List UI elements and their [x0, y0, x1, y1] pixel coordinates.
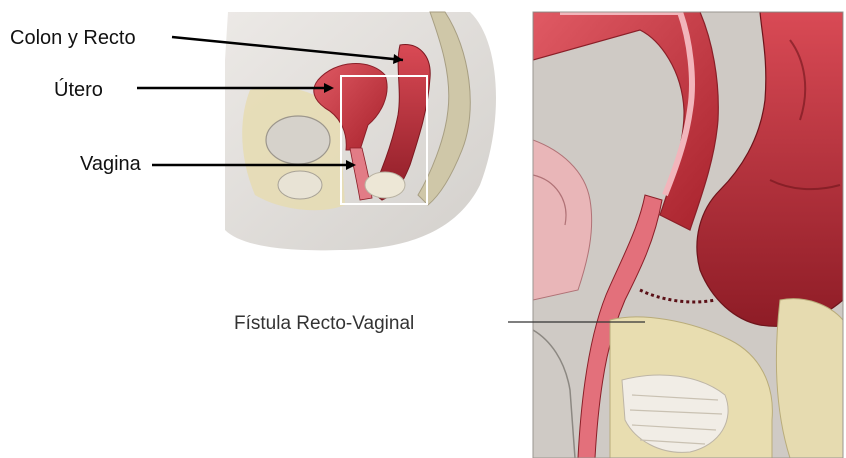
label-utero: Útero	[54, 79, 103, 101]
sagittal-section-overview	[225, 12, 496, 250]
pubic-bone	[278, 171, 322, 199]
label-vagina: Vagina	[80, 153, 141, 175]
bladder	[266, 116, 330, 164]
perineum	[365, 172, 405, 198]
label-fistula: Fístula Recto-Vaginal	[234, 313, 414, 335]
label-colon-recto: Colon y Recto	[10, 27, 136, 49]
detailed-section	[533, 12, 843, 458]
